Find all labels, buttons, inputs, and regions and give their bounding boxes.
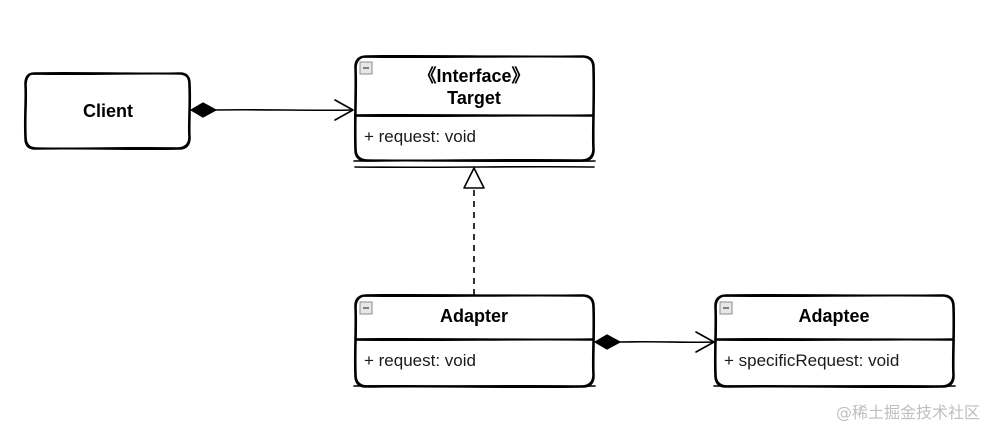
adaptee-member: + specificRequest: void — [724, 351, 899, 370]
adaptee-class[interactable]: Adaptee + specificRequest: void — [713, 293, 956, 389]
adaptee-label: Adaptee — [798, 306, 869, 326]
target-bottom-line — [353, 159, 596, 163]
adapter-divider-pass2 — [355, 338, 594, 342]
adaptee-divider-pass2 — [715, 338, 954, 342]
client-composition-diamond-icon — [189, 102, 218, 118]
client-target-composition[interactable] — [189, 99, 354, 121]
adapter-adaptee-arrowhead-icon — [695, 331, 715, 353]
adaptee-bottom-line — [713, 384, 956, 388]
adapter-target-realization[interactable] — [463, 167, 485, 295]
adapter-label: Adapter — [440, 306, 508, 326]
watermark-text: @稀土掘金技术社区 — [836, 403, 980, 422]
client-target-line — [215, 108, 353, 112]
adapter-adaptee-line — [619, 340, 714, 344]
client-target-arrowhead-icon — [334, 99, 354, 121]
realization-triangle-icon — [463, 167, 485, 189]
target-collapse-icon[interactable] — [359, 61, 373, 75]
client-label: Client — [83, 101, 133, 121]
target-stereotype: 《Interface》 — [418, 66, 529, 86]
adapter-collapse-icon[interactable] — [359, 301, 373, 315]
adaptee-collapse-icon[interactable] — [719, 301, 733, 315]
target-box-outline-pass2 — [354, 55, 595, 162]
adapter-box-outline — [353, 293, 596, 389]
target-divider-pass2 — [355, 114, 594, 118]
target-member: + request: void — [364, 127, 476, 146]
adaptee-box-outline — [713, 293, 956, 389]
adapter-class[interactable]: Adapter + request: void — [353, 293, 596, 389]
client-box-outline-pass2 — [24, 72, 191, 150]
target-class[interactable]: 《Interface》 Target + request: void — [353, 54, 596, 169]
adapter-bottom-line — [353, 384, 596, 388]
adapter-composition-diamond-icon — [593, 334, 622, 350]
adapter-adaptee-composition[interactable] — [593, 331, 715, 353]
target-label: Target — [447, 88, 501, 108]
client-box-outline — [23, 71, 192, 151]
target-bottom-line-2 — [354, 165, 595, 169]
adapter-member: + request: void — [364, 351, 476, 370]
client-class[interactable]: Client — [23, 71, 192, 151]
